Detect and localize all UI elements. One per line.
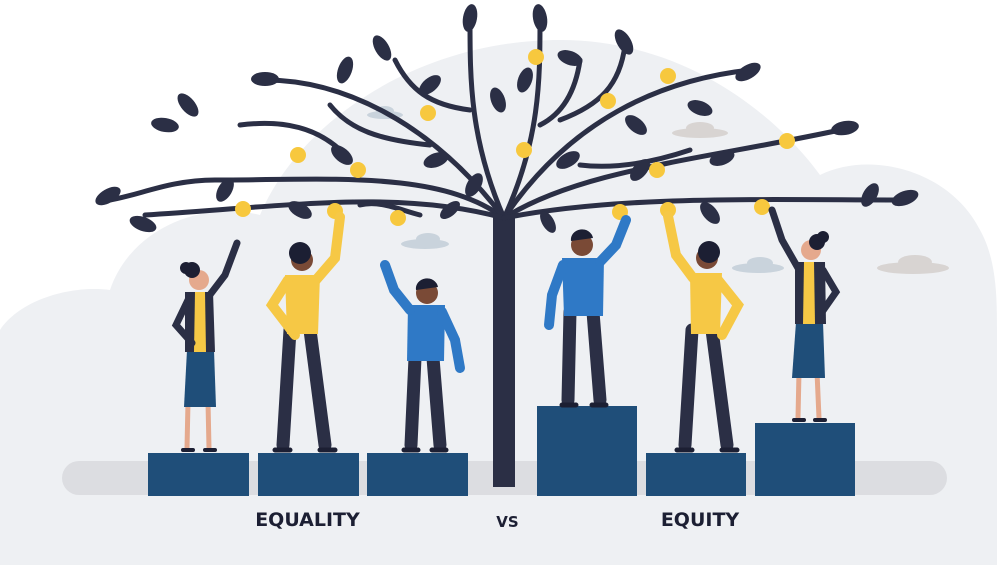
box-equality-2 — [258, 453, 359, 496]
boxes — [148, 406, 855, 496]
person-icon — [171, 239, 241, 452]
box-equity-3 — [755, 423, 855, 496]
box-equity-2 — [646, 453, 746, 496]
cloud-icon — [877, 255, 949, 274]
tree-icon — [95, 4, 919, 487]
equality-label: EQUALITY — [255, 509, 360, 531]
person-icon — [380, 260, 465, 453]
equity-label: EQUITY — [660, 509, 740, 531]
box-equality-1 — [148, 453, 249, 496]
fruit-icon — [235, 49, 795, 226]
cloud-icon — [672, 122, 728, 138]
vs-label: VS — [496, 513, 519, 531]
cloud-icon — [732, 257, 784, 273]
person-icon — [265, 212, 345, 453]
cloud-icon — [401, 233, 449, 249]
box-equity-1 — [537, 406, 637, 496]
tree-leaves — [95, 4, 919, 233]
person-icon — [768, 206, 841, 422]
box-equality-3 — [367, 453, 468, 496]
tree-branches — [107, 17, 913, 221]
person-icon — [544, 215, 631, 408]
tree-trunk — [493, 215, 515, 487]
person-icon — [663, 211, 744, 453]
